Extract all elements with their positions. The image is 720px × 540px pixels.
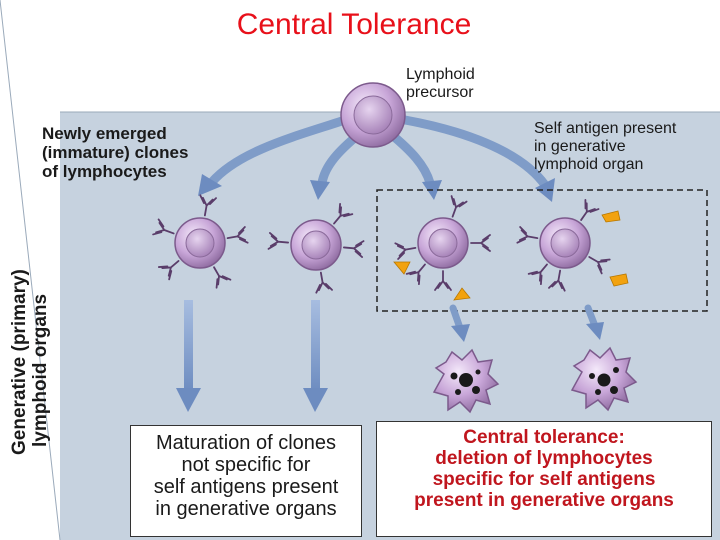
newly-emerged-line-1: Newly emerged [42,124,167,143]
apoptotic-cell-1 [432,348,500,414]
page-title: Central Tolerance [236,8,472,41]
lymphocyte-3 [394,195,491,291]
branching-arrows [207,115,550,190]
maturation-line-4: in generative organs [155,498,337,520]
lymphoid-precursor-cell [340,82,406,148]
lymphocyte-1 [152,194,249,289]
panel-left-edge [0,0,61,540]
label-self-antigen: Self antigen present in generative lymph… [534,120,676,174]
maturation-line-3: self antigens present [153,476,339,498]
self-antigen-line-2: in generative [534,137,626,155]
panel-left-strip [0,60,60,540]
lymphocyte-2 [267,202,365,294]
maturation-line-2: not specific for [181,454,311,476]
central-tolerance-line-3: specific for self antigens [432,468,656,490]
side-label-line-2: lymphoid organs [29,293,51,447]
side-label-line-1: Generative (primary) [9,269,30,455]
self-antigen-line-3: lymphoid organ [534,155,644,173]
label-newly-emerged: Newly emerged (immature) clones of lymph… [42,124,188,181]
apoptotic-cell-2 [570,346,638,412]
self-antigen-region [376,189,708,312]
central-tolerance-box: Central tolerance: deletion of lymphocyt… [376,421,712,537]
maturation-box: Maturation of clones not specific for se… [130,425,362,537]
precursor-line-2: precursor [406,83,474,101]
self-antigen-line-1: Self antigen present [534,120,677,137]
central-tolerance-line-2: deletion of lymphocytes [435,447,653,469]
label-lymphoid-precursor: Lymphoid precursor [406,66,475,102]
branching-arrowheads [198,174,555,202]
maturation-line-1: Maturation of clones [155,432,337,454]
deletion-arrows [449,304,599,332]
precursor-line-1: Lymphoid [406,66,475,83]
central-tolerance-line-1: Central tolerance: [463,427,625,448]
central-tolerance-line-4: present in generative organs [414,489,674,511]
newly-emerged-line-2: (immature) clones [42,143,189,163]
self-antigens [393,210,629,301]
newly-emerged-line-3: of lymphocytes [42,162,167,182]
label-generative-organs: Generative (primary) lymphoid organs [9,55,51,455]
lymphocyte-4 [516,199,611,292]
deletion-arrowheads [451,322,604,342]
maturation-arrows [176,300,328,412]
